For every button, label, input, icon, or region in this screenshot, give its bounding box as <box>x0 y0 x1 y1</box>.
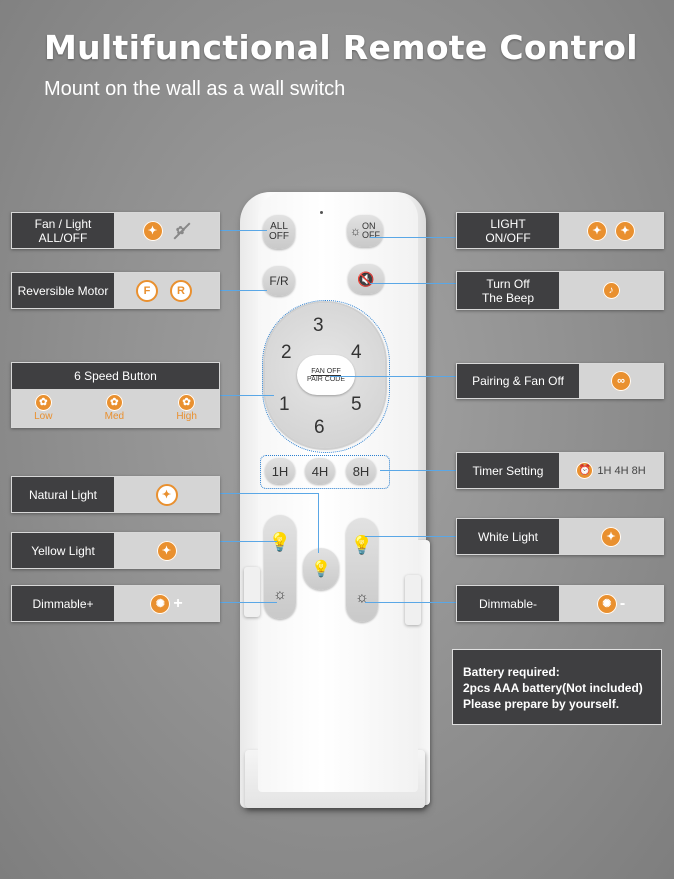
fr-button[interactable]: F/R <box>263 266 295 296</box>
callout-label: Reversible Motor <box>12 273 114 308</box>
callout-label: LIGHT ON/OFF <box>457 213 559 248</box>
connector-timer <box>380 470 456 471</box>
callout-yellow-light: Yellow Light ✦ <box>11 532 220 569</box>
timer-highlight <box>260 455 390 489</box>
speaker-mute-icon: ♪ <box>602 282 620 299</box>
bulb-icon: ✦ <box>142 220 163 241</box>
white-dim-minus-button[interactable]: 💡 ☼ <box>346 518 378 622</box>
speed-6-button[interactable]: 6 <box>314 417 325 438</box>
connector-natural-v <box>318 493 319 553</box>
speaker-mute-icon: 🔇 <box>357 270 375 287</box>
callout-label: Natural Light <box>12 477 114 512</box>
dim-minus-icon: ☼ <box>355 588 369 606</box>
timer-8h-button[interactable]: 8H <box>346 458 376 484</box>
pair-code-label: PAIR CODE <box>307 375 345 383</box>
callout-fan-light-all-off: Fan / Light ALL/OFF ✦ ✿ <box>11 212 220 249</box>
page-title: Multifunctional Remote Control <box>44 28 638 67</box>
link-icon: ∞ <box>611 371 631 391</box>
callout-label: White Light <box>457 519 559 554</box>
speed-3-button[interactable]: 3 <box>313 315 324 336</box>
reverse-icon: R <box>170 279 192 302</box>
light-on-off-button[interactable]: ☼ ON OFF <box>347 215 383 247</box>
connector-reversible <box>219 290 267 291</box>
timer-4h-button[interactable]: 4H <box>305 458 335 484</box>
gear-sun-icon: ✺ <box>596 593 617 614</box>
callout-dimmable-minus: Dimmable- ✺- <box>456 585 664 622</box>
indicator-led <box>320 211 323 214</box>
connector-white <box>365 536 456 537</box>
bulb-icon: 💡 <box>311 561 331 578</box>
speed-med-label: Med <box>104 411 125 422</box>
connector-yellow <box>219 541 277 542</box>
dim-plus-icon: ☼ <box>273 585 287 603</box>
side-clip-right <box>405 575 421 625</box>
natural-light-button[interactable]: 💡 <box>303 548 339 590</box>
fan-off-icon: ✿ <box>171 221 191 241</box>
fan-icon: ✿ <box>34 394 52 411</box>
page-subtitle: Mount on the wall as a wall switch <box>44 78 346 100</box>
yellow-bulb-icon: 💡 <box>268 531 292 552</box>
speed-low-label: Low <box>34 411 53 422</box>
callout-label: Fan / Light ALL/OFF <box>12 213 114 248</box>
connector-speed <box>219 395 274 396</box>
callout-label: 6 Speed Button <box>12 363 219 389</box>
callout-label: Dimmable- <box>457 586 559 621</box>
connector-light-onoff <box>370 237 456 238</box>
callout-dimmable-plus: Dimmable+ ✺+ <box>11 585 220 622</box>
callout-natural-light: Natural Light ✦ <box>11 476 220 513</box>
battery-line-1: Battery required: <box>463 665 560 679</box>
alarm-clock-icon: ⏰ <box>576 462 594 479</box>
callout-label: Timer Setting <box>457 453 559 488</box>
bulb-icon: ✦ <box>587 220 607 241</box>
callout-label: Turn Off The Beep <box>457 272 559 309</box>
timer-values: 1H 4H 8H <box>597 464 646 477</box>
bulb-icon: ✦ <box>615 220 635 241</box>
connector-natural <box>219 493 319 494</box>
callout-white-light: White Light ✦ <box>456 518 664 555</box>
callout-timer-setting: Timer Setting ⏰1H 4H 8H <box>456 452 664 489</box>
beep-button[interactable]: 🔇 <box>348 264 384 294</box>
connector-beep <box>370 283 456 284</box>
all-off-button[interactable]: ALL OFF <box>263 215 295 249</box>
speed-4-button[interactable]: 4 <box>351 342 362 363</box>
speed-1-button[interactable]: 1 <box>279 394 290 415</box>
callout-label: Pairing & Fan Off <box>457 364 579 398</box>
callout-pairing-fan-off: Pairing & Fan Off ∞ <box>456 363 664 399</box>
connector-pairing <box>330 376 456 377</box>
bulb-icon: ✦ <box>601 526 621 547</box>
connector-fan-light <box>219 230 267 231</box>
forward-icon: F <box>136 279 158 302</box>
bulb-icon: ✦ <box>156 540 177 561</box>
on-off-label: ON OFF <box>362 221 380 240</box>
speed-5-button[interactable]: 5 <box>351 394 362 415</box>
side-clip-left <box>244 567 260 617</box>
plus-sign: + <box>173 594 183 612</box>
battery-line-3: Please prepare by yourself. <box>463 697 620 711</box>
callout-label: Yellow Light <box>12 533 114 568</box>
callout-turn-off-beep: Turn Off The Beep ♪ <box>456 271 664 310</box>
white-bulb-icon: 💡 <box>350 534 374 555</box>
connector-dim-minus <box>365 602 456 603</box>
bulb-icon: ✦ <box>155 483 178 506</box>
battery-note: Battery required: 2pcs AAA battery(Not i… <box>452 649 662 725</box>
callout-label: Dimmable+ <box>12 586 114 621</box>
gear-sun-icon: ✺ <box>150 593 171 614</box>
fan-off-pair-button[interactable]: FAN OFF PAIR CODE <box>297 355 355 395</box>
callout-reversible-motor: Reversible Motor F R <box>11 272 220 309</box>
battery-line-2: 2pcs AAA battery(Not included) <box>463 681 643 695</box>
speed-high-label: High <box>176 411 197 422</box>
fan-icon: ✿ <box>105 394 123 411</box>
fan-off-label: FAN OFF <box>311 367 341 376</box>
timer-1h-button[interactable]: 1H <box>265 458 295 484</box>
minus-sign: - <box>619 594 626 612</box>
connector-dim-plus <box>219 602 277 603</box>
speed-2-button[interactable]: 2 <box>281 342 292 363</box>
callout-6-speed: 6 Speed Button ✿Low ✿Med ✿High <box>11 362 220 428</box>
yellow-dim-plus-button[interactable]: 💡 ☼ <box>264 515 296 619</box>
sun-icon: ☼ <box>350 224 361 238</box>
fan-icon: ✿ <box>178 394 196 411</box>
callout-light-on-off: LIGHT ON/OFF ✦ ✦ <box>456 212 664 249</box>
